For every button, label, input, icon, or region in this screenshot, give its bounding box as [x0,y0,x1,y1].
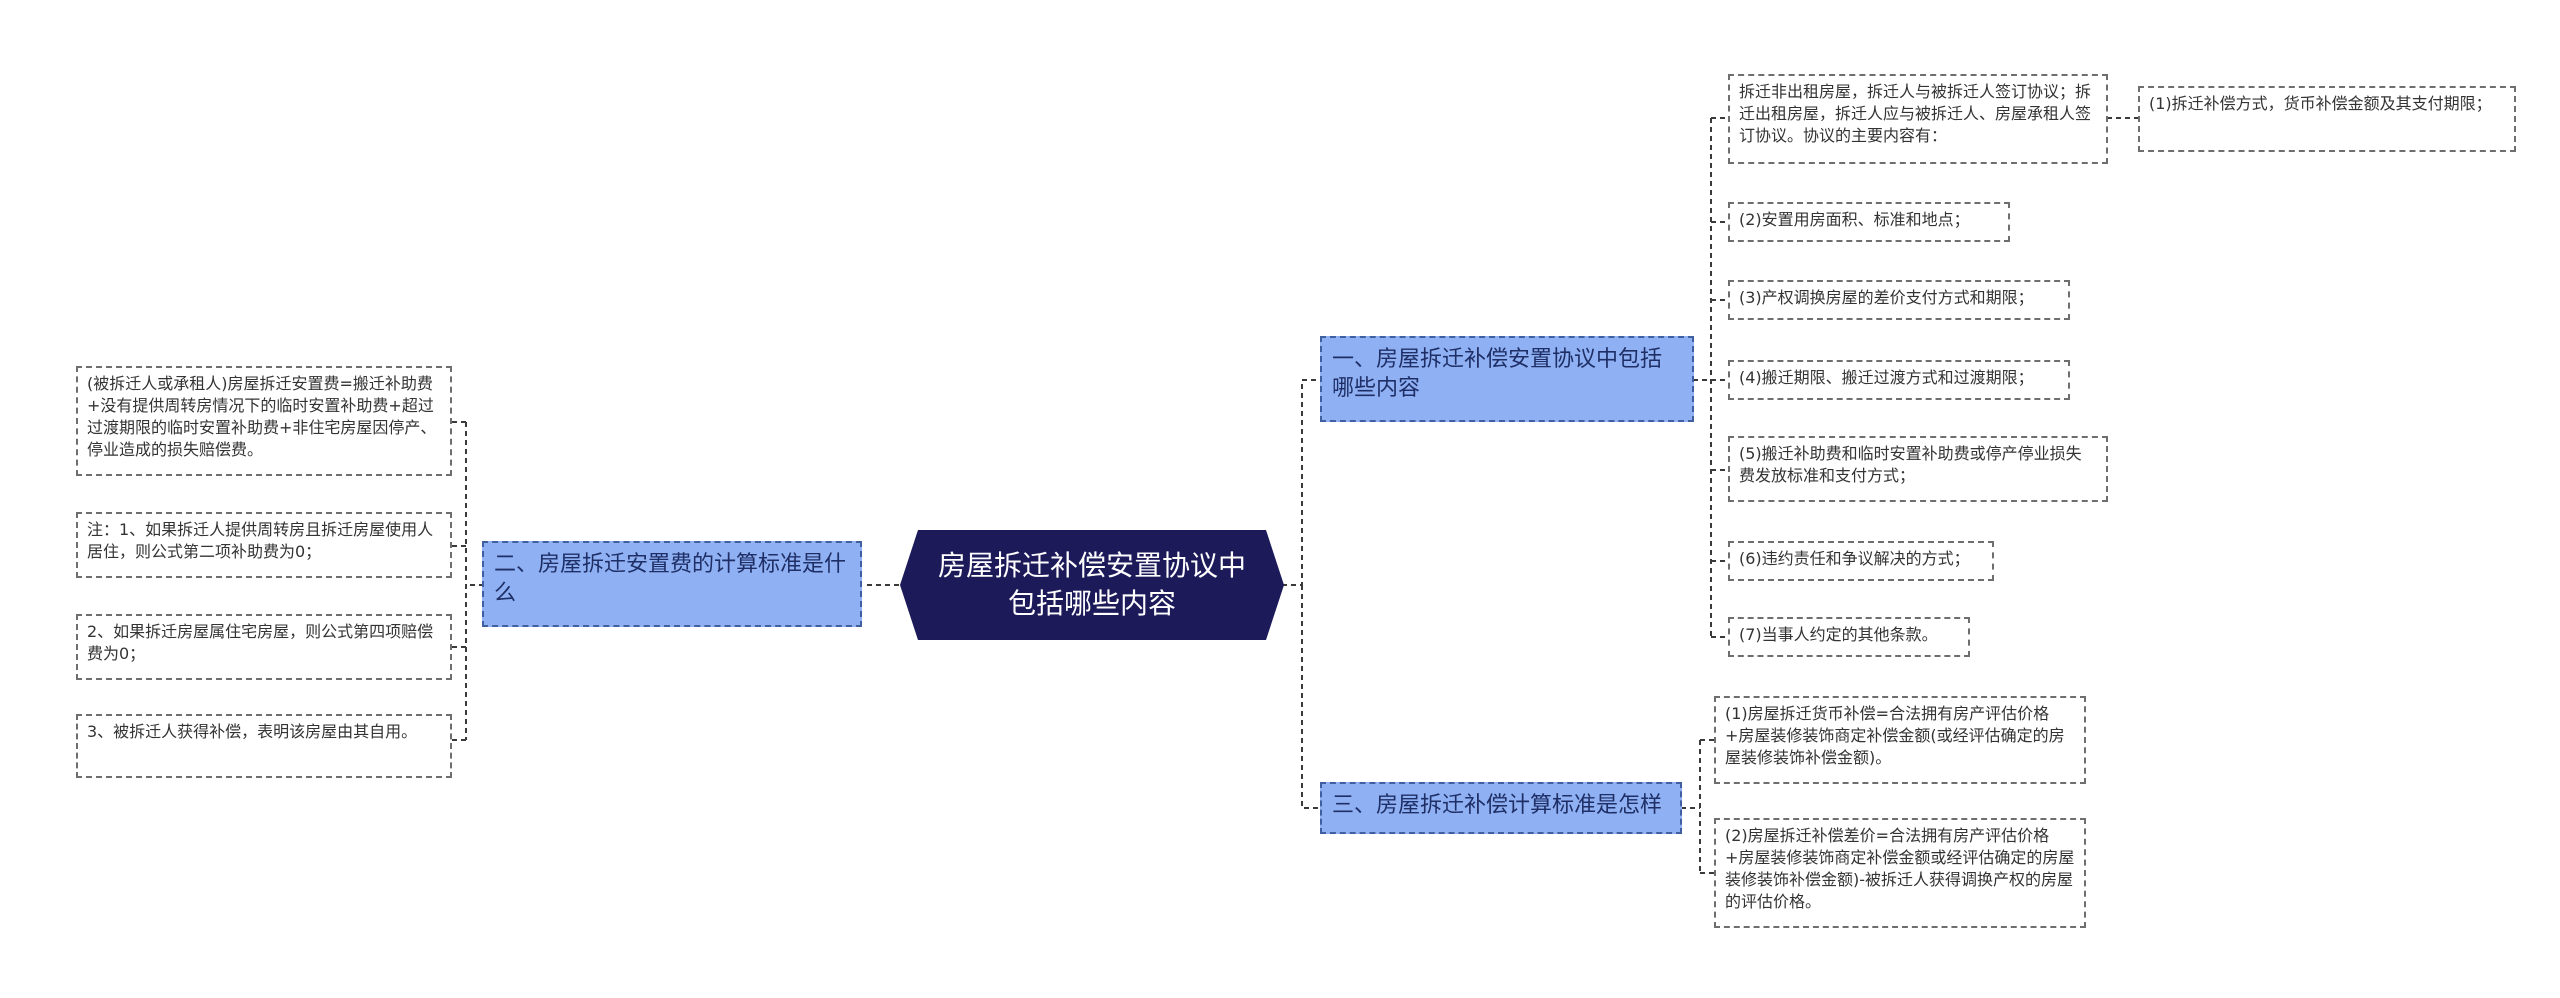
leaf-note-turnover-housing[interactable]: 注：1、如果拆迁人提供周转房且拆迁房屋使用人居住，则公式第二项补助费为0； [76,512,452,578]
branch-label: 一、房屋拆迁补偿安置协议中包括哪些内容 [1332,347,1663,401]
leaf-note-self-use[interactable]: 3、被拆迁人获得补偿，表明该房屋由其自用。 [76,714,452,778]
leaf-subsidy-standard[interactable]: (5)搬迁补助费和临时安置补助费或停产停业损失费发放标准和支付方式； [1728,436,2108,502]
connector-b1-leaves [1693,117,1730,638]
branch-compensation-standard[interactable]: 三、房屋拆迁补偿计算标准是怎样 [1320,782,1682,834]
leaf-text: (7)当事人约定的其他条款。 [1739,625,1938,644]
leaf-text: (4)搬迁期限、搬迁过渡方式和过渡期限； [1739,368,2034,387]
leaf-other-terms[interactable]: (7)当事人约定的其他条款。 [1728,617,1970,657]
root-topic[interactable]: 房屋拆迁补偿安置协议中包括哪些内容 [900,530,1284,640]
leaf-price-difference-payment[interactable]: (3)产权调换房屋的差价支付方式和期限； [1728,280,2070,320]
leaf-text: 拆迁非出租房屋，拆迁人与被拆迁人签订协议；拆迁出租房屋，拆迁人应与被拆迁人、房屋… [1739,82,2092,145]
branch-label: 二、房屋拆迁安置费的计算标准是什么 [494,552,847,606]
connector-b2-leaves [450,421,484,741]
connector-root-b3 [1301,585,1322,809]
leaf-text: 2、如果拆迁房屋属住宅房屋，则公式第四项赔偿费为0； [87,622,434,663]
leaf-text: (3)产权调换房屋的差价支付方式和期限； [1739,288,2034,307]
root-topic-label: 房屋拆迁补偿安置协议中包括哪些内容 [937,549,1246,620]
branch-label: 三、房屋拆迁补偿计算标准是怎样 [1332,793,1663,818]
leaf-resettlement-housing[interactable]: (2)安置用房面积、标准和地点； [1728,202,2010,242]
leaf-text: 3、被拆迁人获得补偿，表明该房屋由其自用。 [87,722,418,741]
leaf-relocation-period[interactable]: (4)搬迁期限、搬迁过渡方式和过渡期限； [1728,360,2070,400]
leaf-text: 注：1、如果拆迁人提供周转房且拆迁房屋使用人居住，则公式第二项补助费为0； [87,520,434,561]
leaf-monetary-compensation[interactable]: (1)房屋拆迁货币补偿=合法拥有房产评估价格+房屋装修装饰商定补偿金额(或经评估… [1714,696,2086,784]
leaf-compensation-method[interactable]: (1)拆迁补偿方式，货币补偿金额及其支付期限； [2138,86,2516,152]
leaf-text: (1)房屋拆迁货币补偿=合法拥有房产评估价格+房屋装修装饰商定补偿金额(或经评估… [1725,704,2065,767]
leaf-text: (被拆迁人或承租人)房屋拆迁安置费=搬迁补助费+没有提供周转房情况下的临时安置补… [87,374,437,459]
connector-root-b1 [1282,379,1322,586]
leaf-compensation-difference[interactable]: (2)房屋拆迁补偿差价=合法拥有房产评估价格+房屋装修装饰商定补偿金额或经评估确… [1714,818,2086,928]
leaf-text: (6)违约责任和争议解决的方式； [1739,549,1970,568]
leaf-liability-disputes[interactable]: (6)违约责任和争议解决的方式； [1728,541,1994,581]
leaf-note-residential[interactable]: 2、如果拆迁房屋属住宅房屋，则公式第四项赔偿费为0； [76,614,452,680]
branch-resettlement-fee-standard[interactable]: 二、房屋拆迁安置费的计算标准是什么 [482,541,862,627]
leaf-text: (2)房屋拆迁补偿差价=合法拥有房产评估价格+房屋装修装饰商定补偿金额或经评估确… [1725,826,2075,911]
leaf-text: (5)搬迁补助费和临时安置补助费或停产停业损失费发放标准和支付方式； [1739,444,2082,485]
leaf-fee-formula[interactable]: (被拆迁人或承租人)房屋拆迁安置费=搬迁补助费+没有提供周转房情况下的临时安置补… [76,366,452,476]
leaf-text: (1)拆迁补偿方式，货币补偿金额及其支付期限； [2149,94,2492,113]
branch-agreement-contents[interactable]: 一、房屋拆迁补偿安置协议中包括哪些内容 [1320,336,1694,422]
leaf-text: (2)安置用房面积、标准和地点； [1739,210,1970,229]
connector-b3-leaves [1681,739,1716,874]
leaf-agreement-intro[interactable]: 拆迁非出租房屋，拆迁人与被拆迁人签订协议；拆迁出租房屋，拆迁人应与被拆迁人、房屋… [1728,74,2108,164]
